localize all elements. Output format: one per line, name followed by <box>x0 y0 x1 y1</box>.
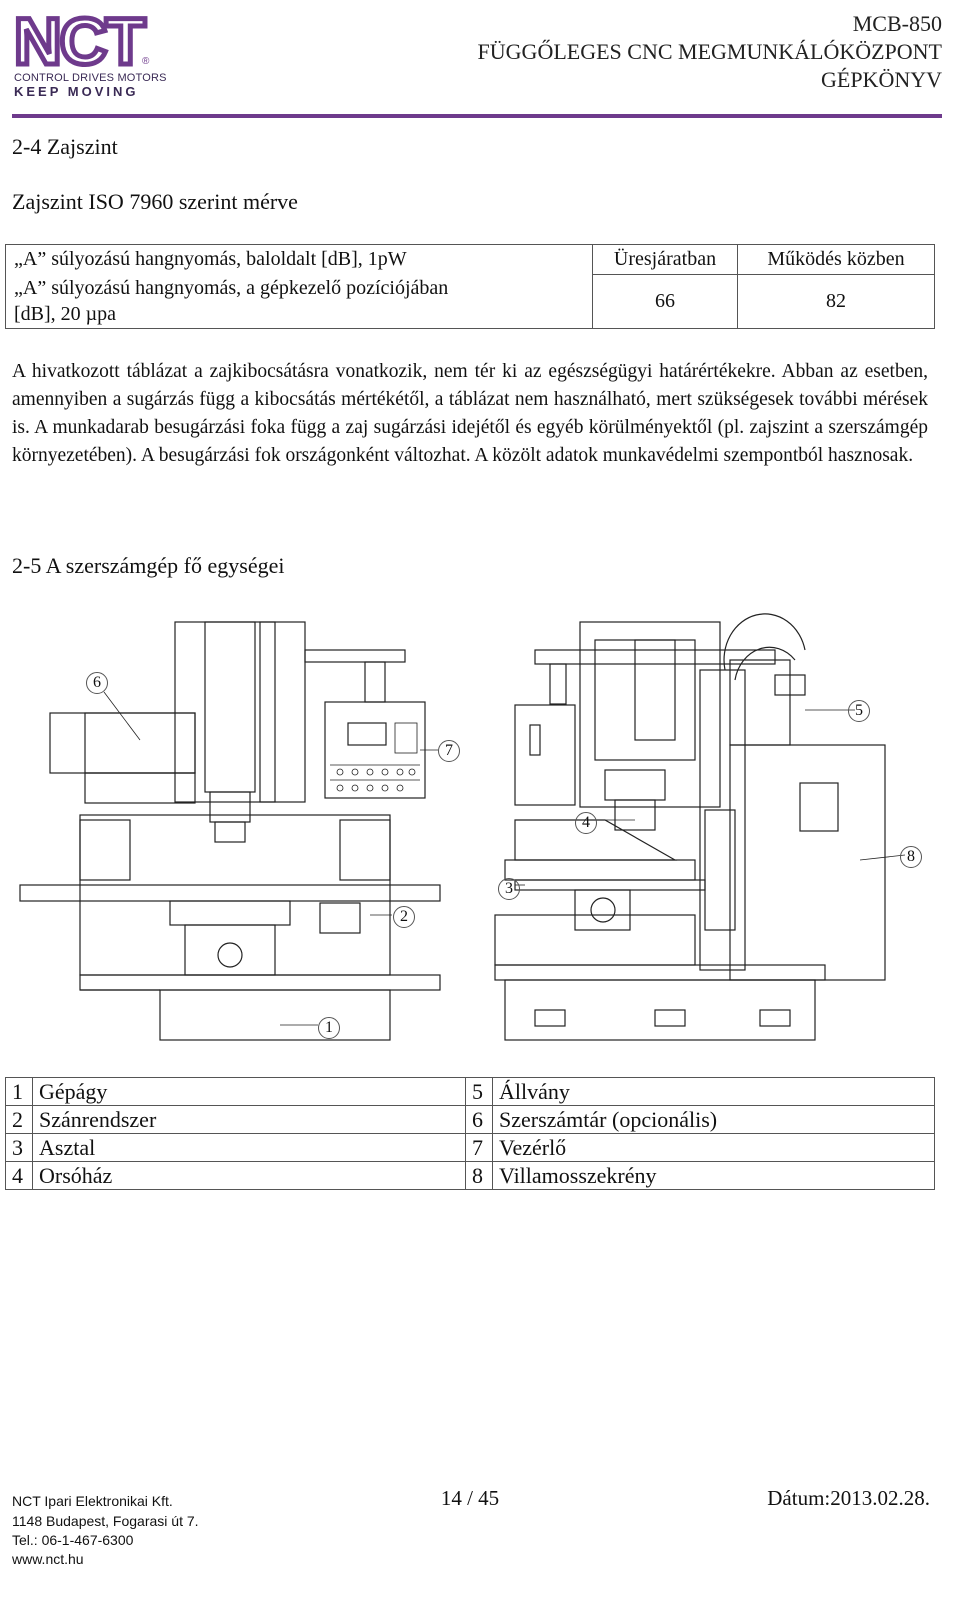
machine-drawing <box>19 613 906 1041</box>
val-idle: 66 <box>592 274 738 329</box>
document-subtitle: GÉPKÖNYV <box>821 67 942 92</box>
footer-website: www.nct.hu <box>12 1551 84 1567</box>
col-running-header: Működés közben <box>737 244 935 275</box>
footer-address: 1148 Budapest, Fogarasi út 7. <box>12 1513 199 1529</box>
parts-row: 1 Gépágy 5 Állvány <box>5 1077 935 1106</box>
parts-row: 3 Asztal 7 Vezérlő <box>5 1133 935 1162</box>
callout-5: 5 <box>848 700 870 722</box>
callout-1: 1 <box>318 1017 340 1039</box>
parts-row: 2 Szánrendszer 6 Szerszámtár (opcionális… <box>5 1105 935 1134</box>
document-title: FÜGGŐLEGES CNC MEGMUNKÁLÓKÖZPONT <box>477 39 942 64</box>
page-number: 14 / 45 <box>440 1486 500 1510</box>
noise-subheading: Zajszint ISO 7960 szerint mérve <box>12 189 298 214</box>
side-view <box>494 613 906 1041</box>
footer-company: NCT Ipari Elektronikai Kft. <box>12 1493 173 1509</box>
document-header: MCB-850 FÜGGŐLEGES CNC MEGMUNKÁLÓKÖZPONT… <box>478 10 942 94</box>
nct-logo: NCT ® <box>14 8 150 70</box>
noise-table: „A” súlyozású hangnyomás, baloldalt [dB]… <box>5 244 935 329</box>
section-heading-noise: 2-4 Zajszint <box>12 134 118 159</box>
logo-tagline: CONTROL DRIVES MOTORS <box>14 72 167 84</box>
callout-8: 8 <box>900 846 922 868</box>
callout-3: 3 <box>498 878 520 900</box>
noise-row1-label: „A” súlyozású hangnyomás, baloldalt [dB]… <box>5 244 593 275</box>
noise-row2-label: „A” súlyozású hangnyomás, a gépkezelő po… <box>5 274 593 329</box>
header-divider <box>12 114 942 118</box>
footer-phone: Tel.: 06-1-467-6300 <box>12 1532 134 1548</box>
section-heading-units: 2-5 A szerszámgép fő egységei <box>12 553 285 578</box>
callout-2: 2 <box>393 906 415 928</box>
col-idle-header: Üresjáratban <box>592 244 738 275</box>
svg-text:NCT: NCT <box>14 8 145 70</box>
parts-row: 4 Orsóház 8 Villamosszekrény <box>5 1161 935 1190</box>
val-running: 82 <box>737 274 935 329</box>
logo-slogan: KEEP MOVING <box>14 84 139 99</box>
noise-paragraph: A hivatkozott táblázat a zajkibocsátásra… <box>12 361 928 466</box>
callout-4: 4 <box>575 812 597 834</box>
callout-6: 6 <box>86 672 108 694</box>
footer-date: Dátum:2013.02.28. <box>767 1486 930 1510</box>
model-name: MCB-850 <box>852 11 942 36</box>
callout-7: 7 <box>438 740 460 762</box>
front-view <box>19 621 441 1041</box>
parts-table: 1 Gépágy 5 Állvány 2 Szánrendszer 6 Szer… <box>5 1077 935 1190</box>
svg-text:®: ® <box>142 56 150 67</box>
